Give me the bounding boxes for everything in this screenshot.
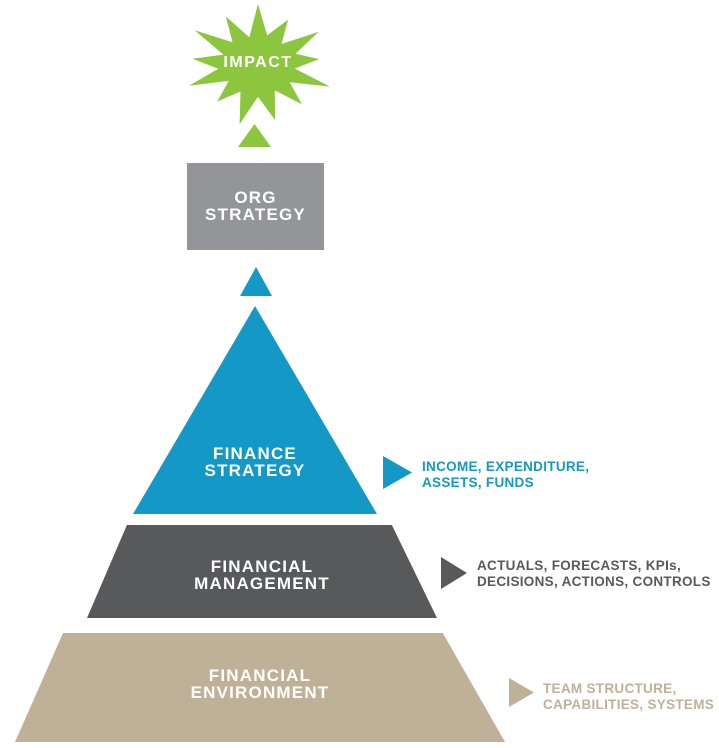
- finance-strategy-arrow-icon: [383, 456, 412, 489]
- pyramid-level-financial-management: FINANCIAL MANAGEMENT: [87, 525, 437, 618]
- financial-management-label-line2: MANAGEMENT: [194, 573, 330, 593]
- financial-environment-annotation-line1: TEAM STRUCTURE,: [543, 681, 677, 696]
- financial-environment-arrow-icon: [509, 678, 534, 707]
- finance-strategy-annotation-line1: INCOME, EXPENDITURE,: [422, 459, 590, 474]
- finance-strategy-label-line1: FINANCE: [213, 444, 297, 463]
- financial-environment-label-line1: FINANCIAL: [208, 666, 312, 685]
- finance-strategy-label: FINANCE STRATEGY: [133, 444, 377, 480]
- finance-strategy-annotation: INCOME, EXPENDITURE, ASSETS, FUNDS: [422, 459, 589, 490]
- connector-triangle-blue: [240, 267, 272, 296]
- finance-strategy-label-line2: STRATEGY: [204, 460, 306, 480]
- financial-management-arrow-icon: [441, 557, 467, 589]
- org-strategy-box: ORG STRATEGY: [187, 163, 324, 250]
- pyramid-level-financial-environment: FINANCIAL ENVIRONMENT: [15, 633, 505, 742]
- finance-strategy-annotation-line2: ASSETS, FUNDS: [422, 474, 534, 490]
- financial-management-annotation-line2: DECISIONS, ACTIONS, CONTROLS: [477, 573, 711, 589]
- financial-management-label: FINANCIAL MANAGEMENT: [87, 557, 437, 593]
- org-strategy-label-line1: ORG: [234, 188, 277, 207]
- impact-label: IMPACT: [223, 53, 293, 71]
- impact-starburst: [188, 4, 330, 125]
- impact-starburst-shape: [188, 4, 330, 125]
- pyramid-level-finance-strategy: FINANCE STRATEGY: [133, 306, 377, 514]
- financial-environment-annotation-line2: CAPABILITIES, SYSTEMS: [543, 696, 715, 712]
- financial-management-label-line1: FINANCIAL: [210, 557, 314, 576]
- financial-environment-annotation: TEAM STRUCTURE, CAPABILITIES, SYSTEMS: [543, 681, 714, 712]
- financial-environment-label: FINANCIAL ENVIRONMENT: [15, 666, 505, 702]
- impact-label-box: IMPACT: [178, 2, 338, 124]
- financial-management-annotation-line1: ACTUALS, FORECASTS, KPIs,: [477, 558, 682, 573]
- financial-environment-label-line2: ENVIRONMENT: [190, 682, 330, 702]
- org-strategy-label: ORG STRATEGY: [187, 188, 324, 224]
- org-strategy-label-line2: STRATEGY: [205, 204, 306, 224]
- financial-management-annotation: ACTUALS, FORECASTS, KPIs, DECISIONS, ACT…: [477, 558, 711, 589]
